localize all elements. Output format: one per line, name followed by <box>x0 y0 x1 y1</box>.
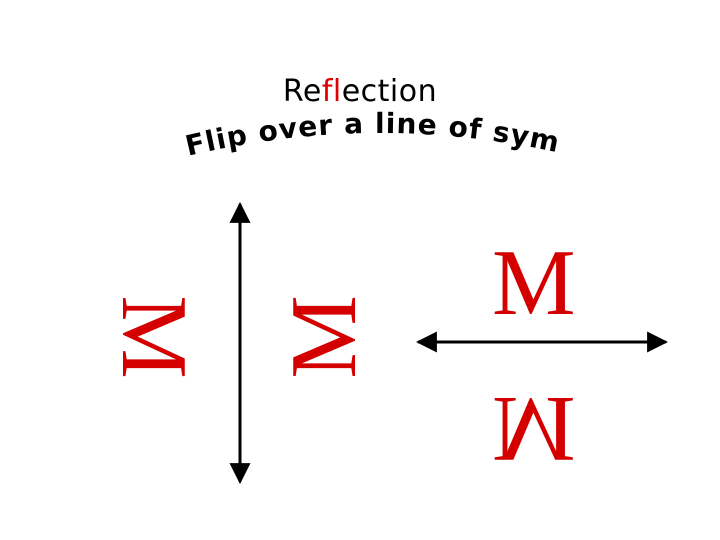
letter-lower-flipped: M <box>492 377 576 481</box>
title-accent-f: f <box>321 74 333 109</box>
letter-left-rotated: M <box>101 295 206 379</box>
letter-right-rotated: M <box>271 295 376 379</box>
title-accent-l: l <box>332 74 342 109</box>
title-part-start: Re <box>282 74 322 109</box>
title-part-end: ection <box>341 74 438 109</box>
slide-title: Reflection <box>0 74 720 109</box>
letter-upper: M <box>492 231 576 335</box>
